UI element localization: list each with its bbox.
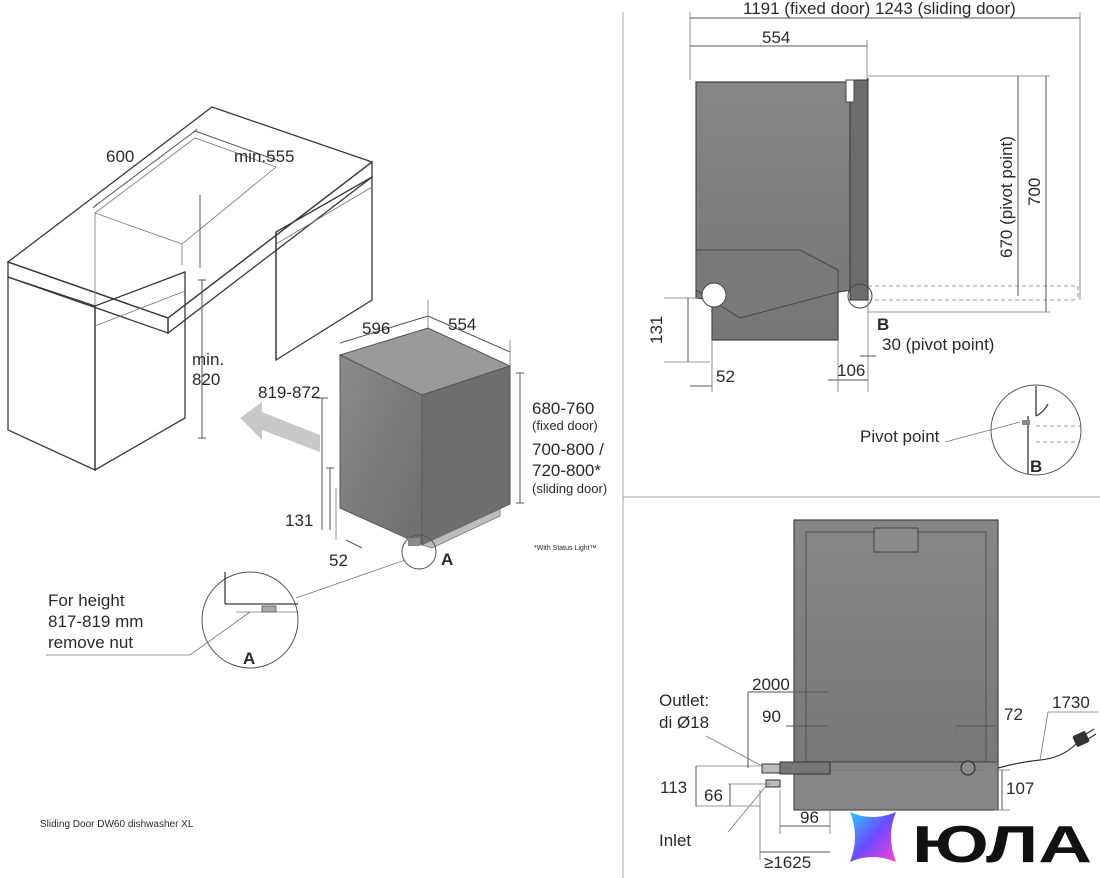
side-dim-depth: 554 — [762, 28, 790, 47]
opening-dimensions — [92, 128, 277, 439]
side-dim-pivot-height: 670 (pivot point) — [997, 136, 1016, 258]
side-dim-total: 1191 (fixed door) 1243 (sliding door) — [743, 0, 1016, 18]
rear-dim-96: 96 — [800, 808, 819, 827]
dim-opening-depth: min.555 — [234, 147, 294, 166]
dim-opening-width: 600 — [106, 147, 134, 166]
dim-unit-width: 596 — [362, 319, 390, 338]
note-line-1: For height — [48, 591, 125, 610]
side-dim-plinth: 131 — [647, 316, 666, 344]
rear-dim-107: 107 — [1006, 779, 1034, 798]
detail-label-a: A — [243, 649, 255, 668]
rear-dim-113: 113 — [660, 778, 687, 797]
pivot-point-label: Pivot point — [860, 427, 940, 446]
dim-unit-depth: 554 — [448, 315, 476, 334]
door-sliding-range-1: 700-800 / — [532, 440, 604, 459]
rear-dim-hose: 2000 — [752, 675, 790, 694]
rear-dim-66: 66 — [704, 786, 723, 805]
rear-view-drawing — [695, 519, 1098, 860]
detail-a-callout — [46, 559, 406, 669]
detail-marker-a: A — [441, 550, 453, 569]
dim-min-height: min. 820 — [192, 350, 229, 389]
brand-mark-icon — [850, 812, 896, 862]
side-dim-pivot-offset: 106 — [837, 361, 865, 380]
dim-plinth-depth: 52 — [329, 551, 348, 570]
side-marker-b: B — [877, 315, 889, 334]
inlet-label: Inlet — [659, 831, 691, 850]
dim-min-height-line2: 820 — [192, 370, 220, 389]
side-dim-pivot-depth: 30 (pivot point) — [882, 335, 994, 354]
caption: Sliding Door DW60 dishwasher XL — [40, 819, 194, 830]
door-sliding-range-2: 720-800* — [532, 461, 601, 480]
rear-dim-cable: 1730 — [1052, 693, 1090, 712]
side-view-drawing — [664, 12, 1081, 392]
outlet-label: Outlet: — [659, 691, 709, 710]
rear-dim-right: 72 — [1004, 705, 1023, 724]
door-fixed-range: 680-760 — [532, 399, 594, 418]
brand-logo: ЮЛА — [850, 812, 1092, 874]
rear-dim-inlet-length: ≥1625 — [764, 853, 811, 872]
side-dim-foot: 52 — [716, 367, 735, 386]
detail-label-b: B — [1030, 457, 1042, 476]
dim-plinth-height: 131 — [285, 511, 313, 530]
dishwasher-dimensions — [316, 300, 524, 570]
note-line-3: remove nut — [48, 633, 133, 652]
detail-b-callout — [944, 384, 1082, 476]
door-fixed-note: (fixed door) — [532, 418, 598, 433]
status-light-note: *With Status Light™ — [534, 545, 597, 552]
rear-dim-left: 90 — [762, 707, 781, 726]
dim-unit-height: 819-872 — [258, 383, 320, 402]
outlet-size: di Ø18 — [659, 713, 709, 732]
side-dim-height: 700 — [1025, 178, 1044, 206]
push-arrow — [240, 402, 320, 452]
door-sliding-note: (sliding door) — [532, 481, 607, 496]
brand-wordmark: ЮЛА — [912, 816, 1092, 874]
panel-dividers — [622, 12, 1100, 878]
kitchen-cabinet-iso — [6, 106, 374, 472]
dim-min-height-line1: min. — [192, 350, 224, 369]
note-line-2: 817-819 mm — [48, 612, 143, 631]
dishwasher-iso — [338, 327, 512, 549]
